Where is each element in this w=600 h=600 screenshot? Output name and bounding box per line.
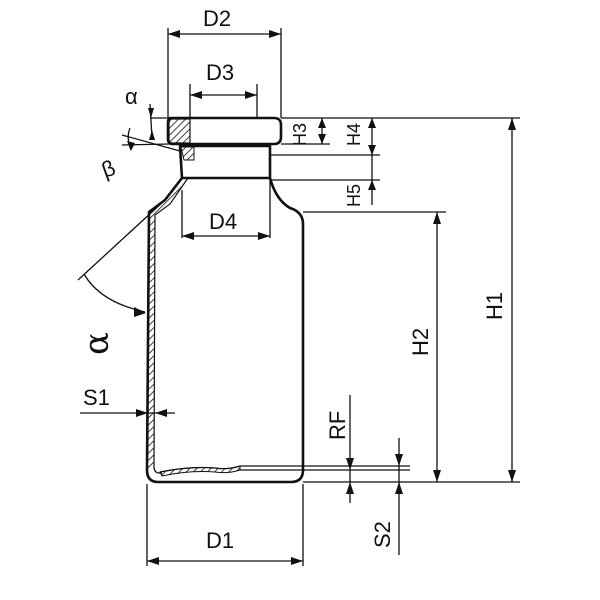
label-d4: D4 xyxy=(209,209,237,234)
vial-outline xyxy=(145,116,305,484)
label-h3: H3 xyxy=(290,123,310,146)
label-h5: H5 xyxy=(344,184,364,207)
dimension-lines xyxy=(77,28,520,566)
vial-body xyxy=(145,177,305,484)
label-h4: H4 xyxy=(344,123,364,146)
label-h1: H1 xyxy=(482,292,507,320)
label-beta: β xyxy=(98,155,118,183)
label-alpha-small: α xyxy=(125,84,138,109)
crown-hatched-section xyxy=(168,118,191,144)
neck-hatched-section xyxy=(180,146,195,161)
label-h2: H2 xyxy=(408,328,433,356)
wall-hatched-section xyxy=(148,178,188,470)
vial-inner-wall xyxy=(153,177,189,474)
label-d1: D1 xyxy=(206,528,234,553)
label-d2: D2 xyxy=(203,6,231,31)
label-s1: S1 xyxy=(83,385,110,410)
bottom-hatched-section xyxy=(159,465,241,477)
label-d3: D3 xyxy=(206,60,234,85)
label-rf: RF xyxy=(325,411,350,440)
label-alpha-large: α xyxy=(77,332,117,355)
vial-crown xyxy=(166,116,283,146)
label-s2: S2 xyxy=(370,521,395,548)
